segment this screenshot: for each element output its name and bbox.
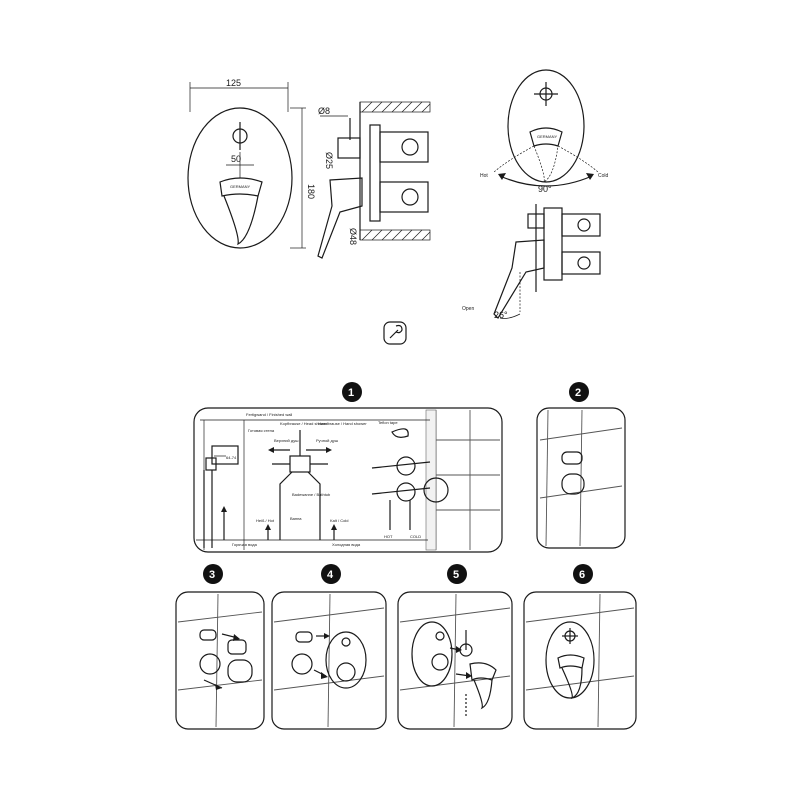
brand-mark: GERMANY (230, 184, 251, 189)
panel-step-3 (175, 591, 265, 730)
head-shower-label: Kopfbrause / Head shower (280, 421, 328, 426)
panel-step-5 (397, 591, 513, 730)
teflon-label: Teflon tape (378, 420, 398, 425)
valve-body-top (379, 131, 429, 163)
cold-water-ru-label: Холодная вода (332, 542, 361, 547)
cold-label-panel: Kalt / Cold (330, 518, 348, 523)
cold-label: Cold (598, 173, 609, 179)
dia-25-label: Ø25 (324, 152, 334, 169)
dia-48-label: Ø48 (348, 228, 358, 245)
wrench-icon (383, 321, 407, 345)
step-2-badge: 2 (575, 387, 581, 399)
open-label: Open (462, 306, 474, 312)
open-angle: 26° (494, 310, 508, 320)
rotation-angle: 90° (538, 184, 552, 194)
hot-short-label: HOT (384, 534, 393, 539)
finished-wall-ru-label: Готовая стена (248, 428, 275, 433)
panel-step-2 (536, 407, 626, 549)
brand-mark-2: GERMANY (537, 134, 558, 139)
valve-body-bottom (379, 181, 429, 213)
width-dimension: 125 (226, 78, 241, 88)
finished-wall-label: Fertigwand / Finished wall (246, 412, 292, 417)
dia-8-label: Ø8 (318, 106, 330, 116)
lever-open-view: Open 26° (462, 204, 601, 320)
step-6-badge: 6 (579, 569, 585, 581)
panel-step-1: Fertigwand / Finished wall Готовая стена… (193, 407, 503, 553)
rotation-view: GERMANY Hot Cold 90° (480, 69, 609, 194)
hot-label-panel: Heiß / Hot (256, 518, 275, 523)
step-4-badge: 4 (327, 569, 334, 581)
depth-label: 64-74 (226, 455, 237, 460)
side-section: Ø8 Ø25 Ø48 (317, 101, 431, 259)
front-view: 125 180 50 GERMANY (187, 78, 316, 249)
step-badges: 1 2 3 4 5 6 (203, 382, 593, 584)
cover-plate (187, 107, 293, 249)
panel-step-6 (523, 591, 637, 730)
hand-shower-ru-label: Ручной душ (316, 438, 338, 443)
panel-step-4 (271, 591, 387, 730)
hand-shower-label: Handbrause / Hand shower (318, 421, 367, 426)
lever-side (317, 177, 363, 259)
bathtub-ru-label: Ванна (290, 516, 302, 521)
step-5-badge: 5 (453, 569, 459, 581)
step-3-badge: 3 (209, 569, 215, 581)
hot-water-ru-label: Горячая вода (232, 542, 258, 547)
top-shower-ru-label: Верхний душ (274, 438, 298, 443)
hot-label: Hot (480, 173, 488, 179)
spacing-dimension: 50 (231, 154, 241, 164)
cold-short-label: COLD (410, 534, 421, 539)
height-dimension: 180 (306, 184, 316, 199)
bathtub-label: Badewanne / Bathtub (292, 492, 331, 497)
step-1-badge: 1 (348, 387, 354, 399)
